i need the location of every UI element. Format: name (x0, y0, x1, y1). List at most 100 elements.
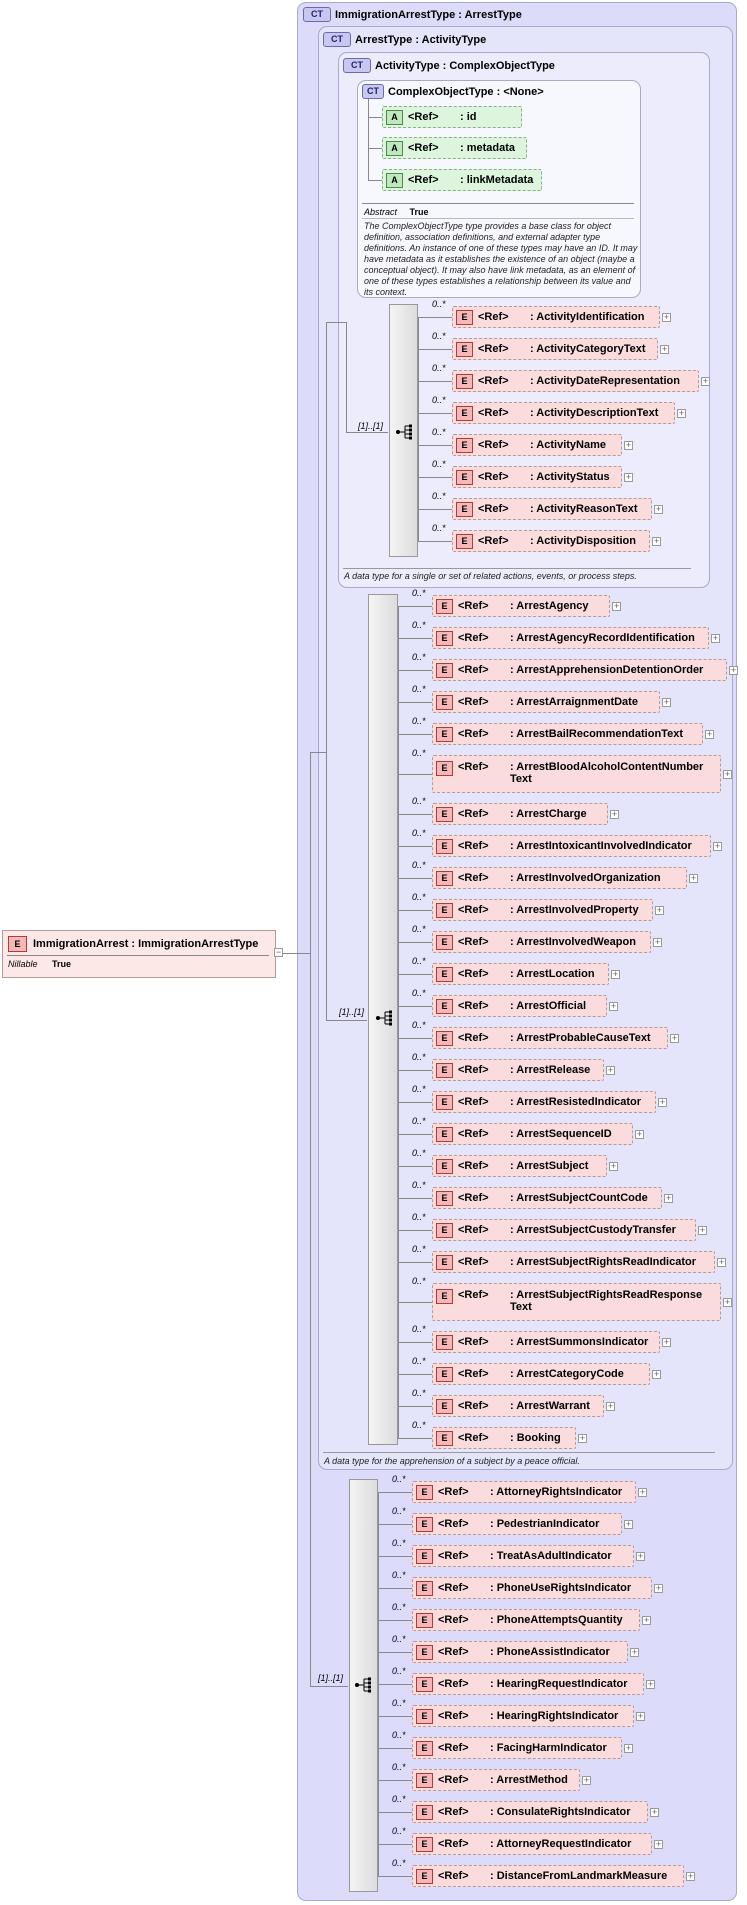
element-activity-identification[interactable]: E<Ref>: ActivityIdentification (452, 306, 660, 328)
element-arrest-charge[interactable]: E<Ref>: ArrestCharge (432, 803, 608, 825)
expand-icon[interactable]: + (578, 1433, 587, 1443)
element-arrest-involved-weapon[interactable]: E<Ref>: ArrestInvolvedWeapon (432, 931, 651, 953)
element-arrest-apprehension-detention-order[interactable]: E<Ref>: ArrestApprehensionDetentionOrder (432, 659, 727, 681)
element-phone-use-rights-indicator[interactable]: E<Ref>: PhoneUseRightsIndicator (412, 1577, 652, 1599)
attribute-id[interactable]: A <Ref> : id (382, 106, 522, 128)
expand-icon[interactable]: + (650, 1807, 659, 1817)
element-arrest-resisted-indicator[interactable]: E<Ref>: ArrestResistedIndicator (432, 1091, 656, 1113)
expand-icon[interactable]: + (723, 1297, 732, 1307)
element-activity-date-representation[interactable]: E<Ref>: ActivityDateRepresentation (452, 370, 699, 392)
expand-icon[interactable]: + (610, 809, 619, 819)
expand-icon[interactable]: + (654, 504, 663, 514)
element-booking[interactable]: E<Ref>: Booking (432, 1427, 576, 1449)
element-arrest-bail-recommendation-text[interactable]: E<Ref>: ArrestBailRecommendationText (432, 723, 703, 745)
expand-icon[interactable]: + (630, 1647, 639, 1657)
expand-icon[interactable]: + (606, 1401, 615, 1411)
expand-icon[interactable]: + (723, 769, 732, 779)
element-activity-reason-text[interactable]: E<Ref>: ActivityReasonText (452, 498, 652, 520)
expand-icon[interactable]: + (624, 472, 633, 482)
root-element-box[interactable]: E ImmigrationArrest : ImmigrationArrestT… (2, 930, 276, 978)
expand-icon[interactable]: + (642, 1615, 651, 1625)
element-arrest-method[interactable]: E<Ref>: ArrestMethod (412, 1769, 580, 1791)
expand-icon[interactable]: + (652, 536, 661, 546)
element-arrest-location[interactable]: E<Ref>: ArrestLocation (432, 963, 609, 985)
expand-icon[interactable]: + (662, 697, 671, 707)
expand-icon[interactable]: + (624, 440, 633, 450)
element-arrest-arraignment-date[interactable]: E<Ref>: ArrestArraignmentDate (432, 691, 660, 713)
element-arrest-agency[interactable]: E<Ref>: ArrestAgency (432, 595, 610, 617)
element-arrest-subject-custody-transfer[interactable]: E<Ref>: ArrestSubjectCustodyTransfer (432, 1219, 696, 1241)
expand-icon[interactable]: + (664, 1193, 673, 1203)
element-arrest-release[interactable]: E<Ref>: ArrestRelease (432, 1059, 604, 1081)
element-arrest-sequence-id[interactable]: E<Ref>: ArrestSequenceID (432, 1123, 633, 1145)
expand-icon[interactable]: + (624, 1743, 633, 1753)
element-activity-name[interactable]: E<Ref>: ActivityName (452, 434, 622, 456)
expand-icon[interactable]: + (606, 1065, 615, 1075)
expand-icon[interactable]: + (701, 376, 710, 386)
expand-icon[interactable]: − (274, 947, 283, 957)
expand-icon[interactable]: + (711, 633, 720, 643)
element-arrest-subject-rights-read-indicator[interactable]: E<Ref>: ArrestSubjectRightsReadIndicator (432, 1251, 715, 1273)
element-arrest-warrant[interactable]: E<Ref>: ArrestWarrant (432, 1395, 604, 1417)
expand-icon[interactable]: + (677, 408, 686, 418)
element-phone-attempts-quantity[interactable]: E<Ref>: PhoneAttemptsQuantity (412, 1609, 640, 1631)
expand-icon[interactable]: + (636, 1711, 645, 1721)
expand-icon[interactable]: + (670, 1033, 679, 1043)
element-arrest-subject-rights-read-response-text[interactable]: E<Ref>: ArrestSubjectRightsReadResponse … (432, 1283, 721, 1321)
expand-icon[interactable]: + (609, 1001, 618, 1011)
element-attorney-rights-indicator[interactable]: E<Ref>: AttorneyRightsIndicator (412, 1481, 636, 1503)
element-pedestrian-indicator[interactable]: E<Ref>: PedestrianIndicator (412, 1513, 622, 1535)
expand-icon[interactable]: + (655, 905, 664, 915)
element-arrest-subject-count-code[interactable]: E<Ref>: ArrestSubjectCountCode (432, 1187, 662, 1209)
expand-icon[interactable]: + (654, 1583, 663, 1593)
expand-icon[interactable]: + (653, 937, 662, 947)
element-hearing-request-indicator[interactable]: E<Ref>: HearingRequestIndicator (412, 1673, 644, 1695)
expand-icon[interactable]: + (729, 665, 738, 675)
element-arrest-official[interactable]: E<Ref>: ArrestOfficial (432, 995, 607, 1017)
expand-icon[interactable]: + (624, 1519, 633, 1529)
expand-icon[interactable]: + (611, 969, 620, 979)
expand-icon[interactable]: + (582, 1775, 591, 1785)
element-arrest-blood-alcohol-content-number-text[interactable]: E<Ref>: ArrestBloodAlcoholContentNumber … (432, 755, 721, 793)
expand-icon[interactable]: + (717, 1257, 726, 1267)
expand-icon[interactable]: + (635, 1129, 644, 1139)
element-arrest-intoxicant-involved-indicator[interactable]: E<Ref>: ArrestIntoxicantInvolvedIndicato… (432, 835, 711, 857)
element-facing-harm-indicator[interactable]: E<Ref>: FacingHarmIndicator (412, 1737, 622, 1759)
element-activity-description-text[interactable]: E<Ref>: ActivityDescriptionText (452, 402, 675, 424)
expand-icon[interactable]: + (646, 1679, 655, 1689)
expand-icon[interactable]: + (713, 841, 722, 851)
element-distance-from-landmark-measure[interactable]: E<Ref>: DistanceFromLandmarkMeasure (412, 1865, 684, 1887)
expand-icon[interactable]: + (662, 312, 671, 322)
element-treat-as-adult-indicator[interactable]: E<Ref>: TreatAsAdultIndicator (412, 1545, 634, 1567)
ref-label: <Ref> (438, 1678, 469, 1690)
expand-icon[interactable]: + (612, 601, 621, 611)
expand-icon[interactable]: + (698, 1225, 707, 1235)
expand-icon[interactable]: + (652, 1369, 661, 1379)
element-arrest-agency-record-identification[interactable]: E<Ref>: ArrestAgencyRecordIdentification (432, 627, 709, 649)
element-activity-category-text[interactable]: E<Ref>: ActivityCategoryText (452, 338, 658, 360)
expand-icon[interactable]: + (689, 873, 698, 883)
expand-icon[interactable]: + (638, 1487, 647, 1497)
element-arrest-category-code[interactable]: E<Ref>: ArrestCategoryCode (432, 1363, 650, 1385)
element-activity-disposition[interactable]: E<Ref>: ActivityDisposition (452, 530, 650, 552)
element-consulate-rights-indicator[interactable]: E<Ref>: ConsulateRightsIndicator (412, 1801, 648, 1823)
expand-icon[interactable]: + (636, 1551, 645, 1561)
element-arrest-probable-cause-text[interactable]: E<Ref>: ArrestProbableCauseText (432, 1027, 668, 1049)
expand-icon[interactable]: + (705, 729, 714, 739)
expand-icon[interactable]: + (660, 344, 669, 354)
element-arrest-summons-indicator[interactable]: E<Ref>: ArrestSummonsIndicator (432, 1331, 660, 1353)
element-arrest-involved-organization[interactable]: E<Ref>: ArrestInvolvedOrganization (432, 867, 687, 889)
element-hearing-rights-indicator[interactable]: E<Ref>: HearingRightsIndicator (412, 1705, 634, 1727)
element-arrest-subject[interactable]: E<Ref>: ArrestSubject (432, 1155, 607, 1177)
expand-icon[interactable]: + (609, 1161, 618, 1171)
element-phone-assist-indicator[interactable]: E<Ref>: PhoneAssistIndicator (412, 1641, 628, 1663)
attribute-link-metadata[interactable]: A <Ref> : linkMetadata (382, 169, 542, 191)
expand-icon[interactable]: + (686, 1871, 695, 1881)
expand-icon[interactable]: + (662, 1337, 671, 1347)
attribute-metadata[interactable]: A <Ref> : metadata (382, 137, 527, 159)
element-attorney-request-indicator[interactable]: E<Ref>: AttorneyRequestIndicator (412, 1833, 652, 1855)
expand-icon[interactable]: + (654, 1839, 663, 1849)
expand-icon[interactable]: + (658, 1097, 667, 1107)
element-arrest-involved-property[interactable]: E<Ref>: ArrestInvolvedProperty (432, 899, 653, 921)
element-activity-status[interactable]: E<Ref>: ActivityStatus (452, 466, 622, 488)
